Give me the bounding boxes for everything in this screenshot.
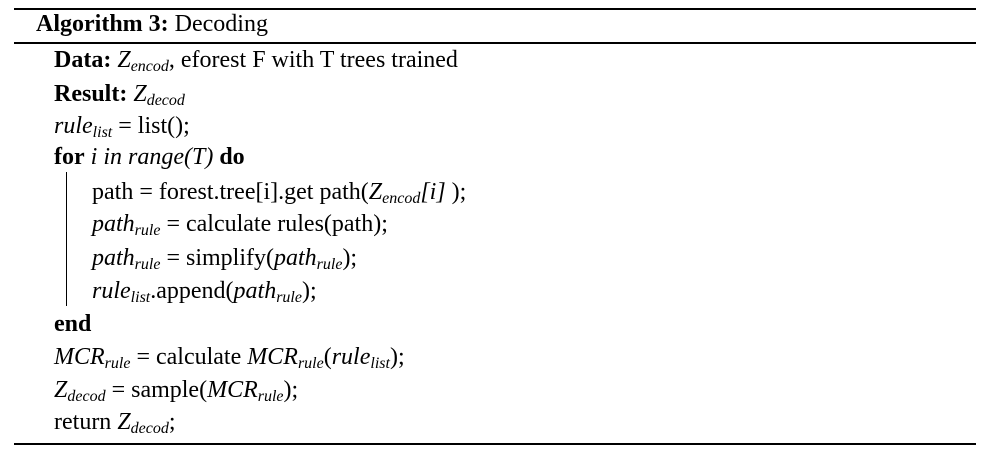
- code-line-mcr: MCRrule = calculate MCRrule(rulelist);: [54, 341, 405, 373]
- for-keyword: for: [54, 144, 85, 170]
- for-condition: i in range(T): [84, 144, 220, 170]
- var-z-sub: decod: [130, 420, 169, 437]
- text: = calculate rules(path);: [160, 211, 388, 237]
- text: );: [389, 344, 405, 370]
- var-mcr-sub: rule: [297, 355, 324, 372]
- var-mcr-sub: rule: [257, 388, 284, 405]
- var-rule: rule: [92, 278, 131, 304]
- code-line-for: for i in range(T) do: [54, 141, 245, 173]
- code-line-calc-rules: pathrule = calculate rules(path);: [92, 208, 388, 240]
- code-line-sample: Zdecod = sample(MCRrule);: [54, 374, 298, 406]
- data-keyword: Data:: [54, 47, 112, 73]
- text: );: [342, 245, 358, 271]
- end-keyword: end: [54, 311, 92, 337]
- result-var-sub: decod: [146, 92, 185, 109]
- text: = sample(: [105, 377, 208, 403]
- var-path-sub: rule: [316, 256, 343, 273]
- var-rule-sub: list: [92, 124, 113, 141]
- data-rest: , eforest F with T trees trained: [168, 47, 458, 73]
- do-keyword: do: [219, 144, 245, 170]
- bottom-rule: [14, 443, 976, 445]
- code-line-append: rulelist.append(pathrule);: [92, 275, 317, 307]
- var-mcr-sub: rule: [104, 355, 131, 372]
- algorithm-label: Algorithm 3:: [36, 11, 169, 37]
- index: [i]: [420, 179, 446, 205]
- var-mcr: MCR: [207, 377, 258, 403]
- text: (: [323, 344, 332, 370]
- text: = simplify(: [160, 245, 274, 271]
- var-z: Z: [117, 409, 131, 435]
- text: ;: [168, 409, 176, 435]
- text: = list();: [112, 113, 190, 139]
- text: path = forest.tree[i].get path(: [92, 179, 369, 205]
- top-rule: [14, 8, 976, 10]
- var-path-sub: rule: [276, 289, 302, 306]
- var-z-sub: decod: [67, 388, 106, 405]
- var-path: path: [92, 245, 135, 271]
- data-var-sub: encod: [130, 58, 169, 75]
- var-z: Z: [368, 179, 383, 205]
- text: );: [301, 278, 317, 304]
- text: );: [283, 377, 299, 403]
- result-keyword: Result:: [54, 81, 128, 107]
- code-line-rule-list-init: rulelist = list();: [54, 110, 190, 142]
- text: .append(: [150, 278, 234, 304]
- for-block-bar: [66, 172, 67, 306]
- var-path: path: [92, 211, 135, 237]
- result-var: Z: [133, 81, 147, 107]
- text: );: [445, 179, 467, 205]
- var-z: Z: [54, 377, 68, 403]
- data-line: Data: Zencod, eforest F with T trees tra…: [54, 44, 458, 76]
- result-line: Result: Zdecod: [54, 78, 185, 110]
- code-line-return: return Zdecod;: [54, 406, 176, 438]
- var-rule: rule: [54, 113, 93, 139]
- var-mcr: MCR: [247, 344, 298, 370]
- code-line-end: end: [54, 308, 91, 340]
- code-line-simplify: pathrule = simplify(pathrule);: [92, 242, 357, 274]
- var-rule-sub: list: [130, 289, 151, 306]
- var-rule: rule: [331, 344, 371, 370]
- var-path: path: [233, 278, 277, 304]
- var-path-sub: rule: [134, 256, 161, 273]
- var-z-sub: encod: [382, 190, 421, 207]
- caption-rule: [14, 42, 976, 44]
- code-line-get-path: path = forest.tree[i].get path(Zencod[i]…: [92, 176, 466, 208]
- text: = calculate: [130, 344, 248, 370]
- data-var: Z: [117, 47, 131, 73]
- var-mcr: MCR: [54, 344, 105, 370]
- var-path: path: [273, 245, 317, 271]
- var-path-sub: rule: [134, 222, 161, 239]
- var-rule-sub: list: [370, 355, 390, 372]
- algorithm-caption: Algorithm 3: Decoding: [36, 8, 268, 40]
- text: return: [54, 409, 118, 435]
- algorithm-title: Decoding: [174, 11, 268, 37]
